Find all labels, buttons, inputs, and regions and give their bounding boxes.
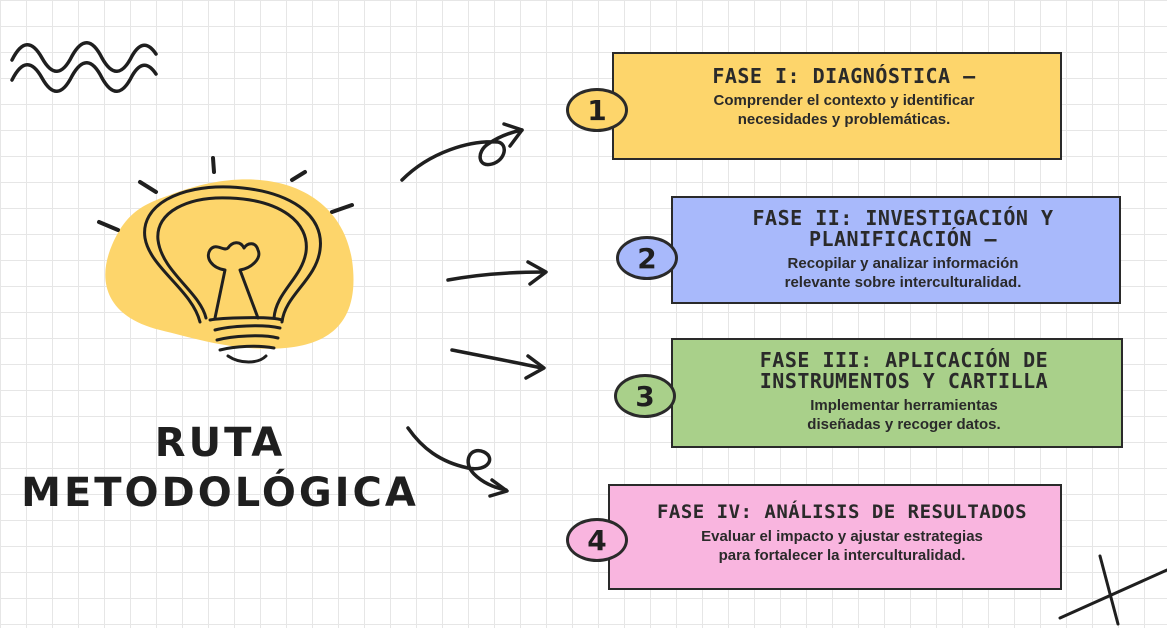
phase-number: 2 (637, 241, 657, 275)
diagram-title: RUTA METODOLÓGICA (20, 418, 420, 518)
phase-title: FASE II: INVESTIGACIÓN Y PLANIFICACIÓN – (752, 206, 1054, 251)
straight-arrow-icon (446, 260, 548, 286)
phase-number-badge-2: 2 (616, 236, 678, 280)
phase-description: Evaluar el impacto y ajustar estrategias… (701, 528, 983, 564)
phase-number: 4 (587, 523, 607, 557)
curved-arrow-icon (406, 426, 509, 498)
cross-lines-decoration (1058, 554, 1167, 626)
lightbulb-icon (97, 156, 354, 364)
phase-description: Recopilar y analizar información relevan… (784, 255, 1022, 291)
curved-arrow-icon (400, 122, 524, 182)
phase-number-badge-4: 4 (566, 518, 628, 562)
straight-arrow-icon (450, 348, 546, 380)
squiggle-decoration (10, 41, 158, 93)
phase-title: FASE III: APLICACIÓN DE INSTRUMENTOS Y C… (759, 348, 1049, 393)
phase-title: FASE I: DIAGNÓSTICA – (712, 64, 976, 88)
phase-box-1: FASE I: DIAGNÓSTICA – Comprender el cont… (612, 52, 1062, 160)
phase-box-2: FASE II: INVESTIGACIÓN Y PLANIFICACIÓN –… (671, 196, 1121, 304)
phase-number: 3 (635, 379, 655, 413)
phase-title: FASE IV: ANÁLISIS DE RESULTADOS (656, 501, 1028, 523)
title-line-2: METODOLÓGICA (21, 470, 419, 516)
phase-description: Comprender el contexto y identificar nec… (713, 92, 975, 128)
phase-number-badge-1: 1 (566, 88, 628, 132)
phase-description: Implementar herramientas diseñadas y rec… (807, 397, 1001, 433)
title-line-1: RUTA (154, 420, 286, 466)
phase-number: 1 (587, 93, 607, 127)
phase-box-4: FASE IV: ANÁLISIS DE RESULTADOS Evaluar … (608, 484, 1062, 590)
phase-box-3: FASE III: APLICACIÓN DE INSTRUMENTOS Y C… (671, 338, 1123, 448)
phase-number-badge-3: 3 (614, 374, 676, 418)
